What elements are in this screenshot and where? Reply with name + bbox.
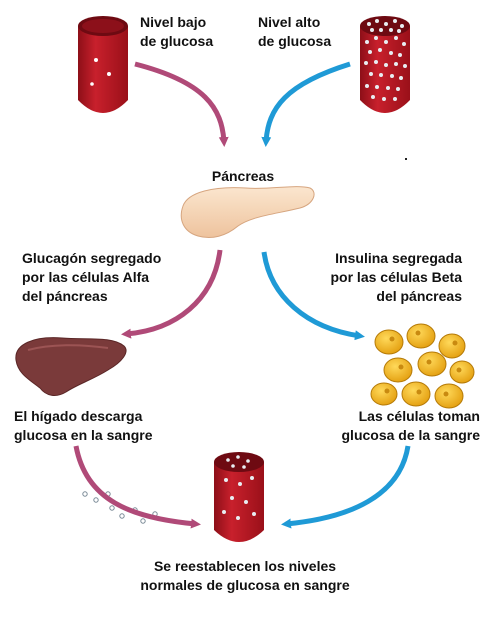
- arrow-high-to-pancreas: [261, 61, 351, 147]
- label-pancreas: Páncreas: [211, 168, 275, 184]
- label-restored: Se reestablecen los niveles normales de …: [140, 558, 350, 593]
- label-glucagon: Glucagón segregado por las células Alfa …: [22, 250, 162, 304]
- pancreas-icon: [180, 186, 315, 239]
- liver-icon: [15, 337, 127, 396]
- blood-vessel-normal-glucose-icon: [214, 452, 264, 542]
- label-cells: Las células toman glucosa de la sangre: [341, 408, 481, 443]
- blood-vessel-low-glucose-icon: [78, 16, 128, 113]
- arrow-liver-to-blood: [73, 445, 201, 529]
- arrow-pancreas-to-cells: [261, 251, 365, 341]
- arrow-cells-to-blood: [281, 445, 411, 529]
- blood-vessel-high-glucose-icon: [360, 16, 410, 113]
- arrow-pancreas-to-liver: [121, 249, 223, 339]
- body-cells-icon: [370, 323, 475, 409]
- label-insulin: Insulina segregada por las células Beta …: [330, 250, 462, 304]
- label-low-glucose: Nivel bajo de glucosa: [140, 14, 214, 49]
- stray-dot: [405, 158, 407, 160]
- label-liver: El hígado descarga glucosa en la sangre: [14, 408, 153, 443]
- arrow-low-to-pancreas: [134, 61, 229, 147]
- label-high-glucose: Nivel alto de glucosa: [258, 14, 332, 49]
